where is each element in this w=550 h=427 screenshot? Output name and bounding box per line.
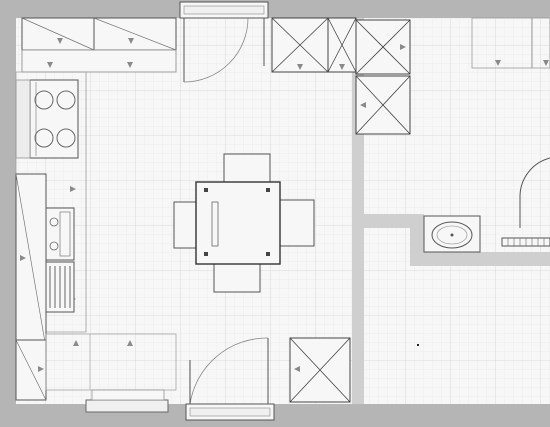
chair-bottom[interactable]: [213, 261, 261, 293]
curved-fixture[interactable]: [519, 157, 550, 228]
point-marker: [417, 344, 419, 346]
storage-unit-2[interactable]: [327, 17, 357, 73]
chair-right[interactable]: [277, 199, 315, 247]
counter-top-left[interactable]: [21, 49, 177, 73]
burner-icon: [34, 128, 54, 148]
burner-icon: [56, 90, 76, 110]
kitchen-sink[interactable]: [45, 207, 75, 261]
upper-cabinet-middle[interactable]: [93, 17, 177, 51]
burner-icon: [56, 128, 76, 148]
dish-rack[interactable]: [45, 261, 75, 313]
stove-cooktop[interactable]: [15, 79, 79, 159]
dining-table[interactable]: [173, 153, 315, 293]
bottom-door[interactable]: [185, 337, 275, 421]
storage-unit-1[interactable]: [271, 17, 329, 73]
chair-top[interactable]: [223, 153, 271, 183]
faucet-icon: [49, 217, 59, 227]
washbasin[interactable]: [423, 215, 481, 253]
storage-unit-3[interactable]: [355, 19, 411, 75]
basin-bowl-icon: [431, 221, 473, 249]
partition-wall-lower[interactable]: [410, 252, 550, 266]
bottom-step[interactable]: [85, 389, 169, 413]
lower-cabinet-left[interactable]: [15, 339, 47, 401]
storage-unit-bottom[interactable]: [289, 337, 351, 403]
partition-wall-horizontal[interactable]: [364, 214, 412, 228]
faucet-icon: [49, 241, 59, 251]
table-top[interactable]: [195, 181, 281, 265]
upper-cabinet-left[interactable]: [21, 17, 95, 51]
burner-icon: [34, 90, 54, 110]
radiator[interactable]: [501, 237, 550, 247]
storage-unit-4[interactable]: [355, 75, 411, 135]
top-door[interactable]: [179, 1, 269, 83]
right-upper-cabinet[interactable]: [471, 17, 550, 69]
left-tall-cabinet[interactable]: [15, 173, 47, 349]
